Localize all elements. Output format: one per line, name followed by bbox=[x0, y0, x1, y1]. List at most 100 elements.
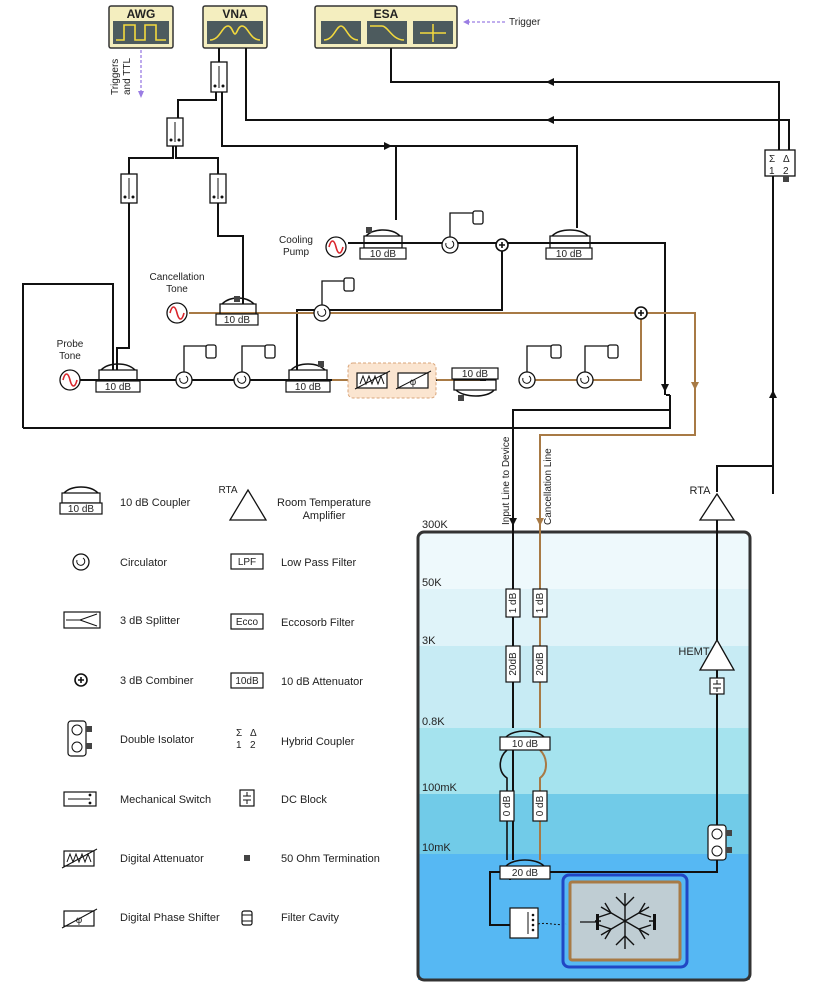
fridge-frame bbox=[416, 530, 752, 982]
legend-digital-attenuator-icon bbox=[61, 848, 98, 869]
hemt-label: HEMT bbox=[678, 646, 709, 658]
legend-label-double-isolator: Double Isolator bbox=[120, 734, 194, 746]
svg-text:Δ: Δ bbox=[783, 154, 790, 165]
svg-text:Σ: Σ bbox=[769, 154, 775, 165]
legend-label-digital-attenuator: Digital Attenuator bbox=[120, 853, 204, 865]
filter-cavities bbox=[183, 210, 619, 372]
svg-text:10 dB: 10 dB bbox=[224, 315, 250, 326]
dc-block bbox=[709, 677, 725, 695]
coupler-probe: 10 dB bbox=[95, 363, 141, 393]
legend-label-ecco: Eccosorb Filter bbox=[281, 617, 355, 629]
legend-label-attenuator: 10 dB Attenuator bbox=[281, 676, 363, 688]
mechanical-switch-vna bbox=[210, 61, 228, 93]
black-arrows bbox=[384, 78, 777, 526]
coupler-esa: 10 dB bbox=[545, 229, 593, 260]
svg-text:10 dB: 10 dB bbox=[512, 739, 538, 750]
mechanical-switch-3 bbox=[120, 173, 138, 204]
circulator-brown-1 bbox=[518, 371, 536, 389]
legend-rta-symbol: RTA bbox=[218, 485, 237, 496]
probe-tone-source bbox=[59, 369, 81, 391]
svg-text:Δ: Δ bbox=[250, 728, 257, 739]
triggers-ttl-label: Triggersand TTL bbox=[110, 58, 133, 95]
rta-label: RTA bbox=[690, 485, 712, 497]
svg-text:20dB: 20dB bbox=[508, 652, 519, 676]
svg-text:0 dB: 0 dB bbox=[535, 795, 546, 816]
svg-text:1 dB: 1 dB bbox=[535, 592, 546, 613]
legend-label-hybrid: Hybrid Coupler bbox=[281, 736, 355, 748]
legend-label-lpf: Low Pass Filter bbox=[281, 557, 357, 569]
awg-instrument: AWG bbox=[108, 5, 174, 49]
svg-text:10 dB: 10 dB bbox=[68, 504, 94, 515]
fridge-stage-100mk bbox=[418, 794, 750, 854]
combiner-brown bbox=[634, 306, 648, 320]
temp-10mk: 10mK bbox=[422, 842, 451, 854]
legend: 10 dB bbox=[59, 485, 380, 929]
legend-dc-block-icon bbox=[239, 789, 255, 807]
coupler-10mk: 20 dB bbox=[499, 859, 551, 880]
svg-text:20dB: 20dB bbox=[535, 652, 546, 676]
svg-text:1 dB: 1 dB bbox=[508, 592, 519, 613]
legend-mechanical-switch-icon bbox=[63, 791, 97, 807]
double-isolator-fridge bbox=[707, 824, 732, 861]
svg-text:2: 2 bbox=[250, 740, 256, 751]
coupler-combine: 10 dB bbox=[285, 361, 331, 393]
svg-text:1: 1 bbox=[769, 166, 775, 177]
legend-label-phase-shifter: Digital Phase Shifter bbox=[120, 912, 220, 924]
input-line-label: Input Line to Device bbox=[501, 436, 512, 525]
trigger-label: Trigger bbox=[509, 17, 541, 28]
legend-amplifier-icon bbox=[228, 488, 268, 521]
legend-label-filter-cavity: Filter Cavity bbox=[281, 912, 340, 924]
combiner-black bbox=[495, 238, 509, 252]
circulator-probe-1 bbox=[175, 371, 193, 389]
svg-text:2: 2 bbox=[783, 166, 789, 177]
legend-splitter-icon bbox=[63, 611, 101, 629]
legend-termination-icon bbox=[244, 855, 250, 861]
coupler-cooling: 10 dB bbox=[359, 227, 407, 260]
svg-text:10dB: 10dB bbox=[235, 676, 259, 687]
fridge-attenuators: 1 dB 1 dB 20dB 20dB 0 dB 0 dB bbox=[499, 588, 548, 822]
circulator-brown-2 bbox=[576, 371, 594, 389]
esa-label: ESA bbox=[374, 7, 399, 21]
svg-text:20 dB: 20 dB bbox=[512, 868, 538, 879]
legend-label-mechanical-switch: Mechanical Switch bbox=[120, 794, 211, 806]
svg-text:φ: φ bbox=[76, 915, 83, 926]
circulator-cancel bbox=[313, 304, 331, 322]
svg-text:φ: φ bbox=[410, 377, 417, 388]
svg-text:10 dB: 10 dB bbox=[295, 382, 321, 393]
fridge-stage-300k bbox=[418, 532, 750, 589]
fridge-stage-3k bbox=[418, 646, 750, 728]
svg-text:Ecco: Ecco bbox=[236, 617, 259, 628]
terminations bbox=[234, 296, 240, 302]
cooling-pump-source bbox=[325, 236, 347, 258]
mechanical-switch-4 bbox=[209, 173, 227, 204]
legend-label-circulator: Circulator bbox=[120, 557, 167, 569]
legend-filter-cavity-icon bbox=[241, 910, 253, 926]
legend-phase-shifter-icon: φ bbox=[61, 908, 98, 929]
fridge-stage-0.8k bbox=[418, 728, 750, 794]
temp-100mk: 100mK bbox=[422, 782, 458, 794]
temp-50k: 50K bbox=[422, 577, 442, 589]
legend-label-combiner: 3 dB Combiner bbox=[120, 675, 194, 687]
hemt-amplifier bbox=[698, 638, 736, 671]
temp-0.8k: 0.8K bbox=[422, 716, 445, 728]
legend-label-termination: 50 Ohm Termination bbox=[281, 853, 380, 865]
cancellation-tone-source bbox=[166, 302, 188, 324]
legend-coupler-icon: 10 dB bbox=[59, 486, 103, 515]
svg-text:10 dB: 10 dB bbox=[370, 249, 396, 260]
legend-circulator-icon bbox=[72, 553, 90, 571]
legend-hybrid-coupler-icon: Σ Δ 1 2 bbox=[236, 728, 257, 751]
legend-double-isolator-icon bbox=[67, 720, 92, 757]
legend-eccosorb-filter-icon: Ecco bbox=[230, 613, 264, 630]
device-chip bbox=[561, 873, 689, 969]
esa-instrument: ESA bbox=[314, 5, 458, 49]
legend-combiner-icon bbox=[74, 673, 88, 687]
coupler-0.8k: 10 dB bbox=[499, 730, 551, 751]
hybrid-coupler: Σ Δ 1 2 bbox=[764, 149, 796, 182]
vna-label: VNA bbox=[222, 7, 248, 21]
vna-instrument: VNA bbox=[202, 5, 268, 49]
legend-label-splitter: 3 dB Splitter bbox=[120, 615, 180, 627]
